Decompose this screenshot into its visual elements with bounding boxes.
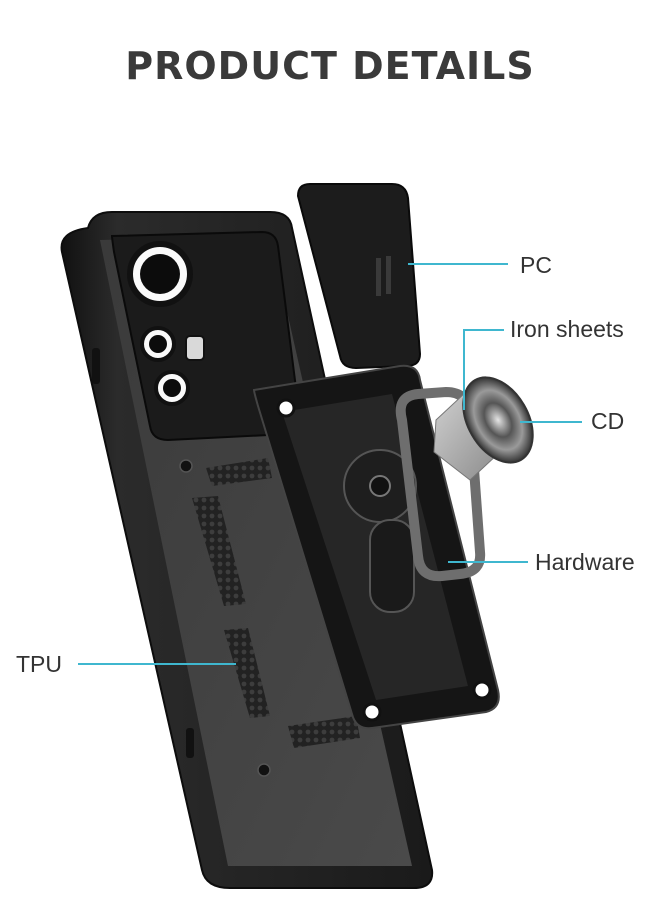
callout-lines: [78, 263, 582, 665]
iron-sheets-callout-line: [463, 329, 504, 410]
pc-slide-cover: [296, 183, 422, 370]
cd-label: CD: [591, 408, 625, 434]
tpu-label: TPU: [16, 651, 62, 677]
iron-sheets-label: Iron sheets: [510, 316, 624, 342]
hardware-label: Hardware: [535, 549, 635, 575]
hardware-bracket: [252, 364, 500, 730]
tpu-case: [60, 211, 434, 889]
cd-disc: [462, 376, 534, 464]
pc-label: PC: [520, 252, 552, 278]
page-title: PRODUCT DETAILS: [125, 44, 535, 88]
